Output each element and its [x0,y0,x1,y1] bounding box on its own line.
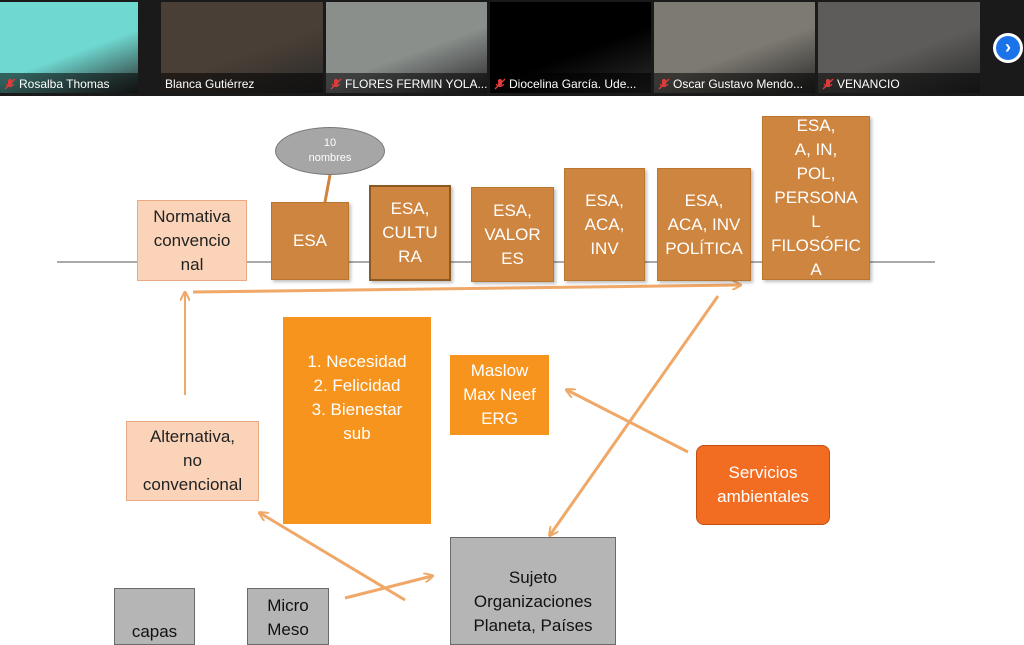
box-label: ESA, A, IN, POL, PERSONA L FILOSÓFIC A [771,116,861,279]
callout-bubble: 10 nombres [275,127,385,175]
arrow-to-sujeto [550,295,720,535]
arrow-servicios-to-maslow [567,390,689,454]
box-maslow: Maslow Max Neef ERG [450,355,549,435]
box-normativa: Normativa convencio nal [137,200,247,281]
box-esa-cultura: ESA, CULTU RA [369,185,451,281]
chevron-right-icon: › [996,36,1020,60]
participant-name: Rosalba Thomas [19,77,110,91]
box-sujeto: Sujeto Organizaciones Planeta, Países [450,537,616,645]
participant-name: VENANCIO [837,77,900,91]
participant-name: FLORES FERMIN YOLA... [345,77,487,91]
arrow-timeline [192,285,740,294]
next-page-button[interactable]: › [993,33,1023,63]
box-label: Sujeto Organizaciones Planeta, Países [473,568,593,635]
box-esa-a-in-pol: ESA, A, IN, POL, PERSONA L FILOSÓFIC A [762,116,870,280]
participant-name-bar: FLORES FERMIN YOLA... [326,73,487,93]
muted-mic-icon [658,78,670,90]
participant-tile[interactable]: Diocelina García. Ude... [490,2,651,93]
box-label: Micro Meso [267,596,309,639]
participant-name: Blanca Gutiérrez [165,77,255,91]
box-label: ESA, ACA, INV POLÍTICA [665,190,743,258]
muted-mic-icon [330,78,342,90]
box-label: ESA, VALOR ES [484,200,541,268]
muted-mic-icon [4,78,16,90]
arrow-micro-to-sujeto [344,576,432,600]
box-label: ESA, ACA, INV [584,190,625,258]
participant-name: Diocelina García. Ude... [509,77,637,91]
box-label: ESA [292,231,328,250]
participant-tile[interactable]: FLORES FERMIN YOLA... [326,2,487,93]
box-esa-aca-inv-politica: ESA, ACA, INV POLÍTICA [657,168,751,281]
participant-name-bar: Oscar Gustavo Mendo... [654,73,815,93]
bubble-pointer [323,174,332,203]
box-label: ESA, CULTU RA [382,199,438,266]
box-esa-aca-inv: ESA, ACA, INV [564,168,645,281]
participant-name-bar: Rosalba Thomas [0,73,138,93]
participant-tile[interactable]: VENANCIO [818,2,980,93]
box-alternativa: Alternativa, no convencional [126,421,259,501]
participant-tile[interactable]: Oscar Gustavo Mendo... [654,2,815,93]
participant-name-bar: Blanca Gutiérrez [161,73,323,93]
participant-tile[interactable]: Blanca Gutiérrez [161,2,323,93]
participant-strip: Rosalba Thomas Blanca Gutiérrez FLORES F… [0,0,1024,96]
participant-name-bar: VENANCIO [818,73,980,93]
muted-mic-icon [822,78,834,90]
box-label: capas [131,622,178,641]
box-necesidades: 1. Necesidad 2. Felicidad 3. Bienestar s… [283,317,431,524]
box-capas: capas [114,588,195,645]
muted-mic-icon [494,78,506,90]
participant-name: Oscar Gustavo Mendo... [673,77,804,91]
callout-text: 10 nombres [308,137,352,164]
box-label: 1. Necesidad 2. Felicidad 3. Bienestar s… [307,352,407,443]
arrow-to-alternativa [260,513,406,602]
box-label: Normativa convencio nal [153,206,231,274]
box-label: Alternativa, no convencional [142,427,243,494]
participant-name-bar: Diocelina García. Ude... [490,73,651,93]
box-label: Servicios ambientales [717,463,809,506]
box-esa: ESA [271,202,349,280]
box-label: Maslow Max Neef ERG [463,361,536,428]
box-servicios: Servicios ambientales [696,445,830,525]
participant-tile[interactable]: Rosalba Thomas [0,2,138,93]
box-esa-valores: ESA, VALOR ES [471,187,554,282]
box-micro-meso: Micro Meso [247,588,329,645]
